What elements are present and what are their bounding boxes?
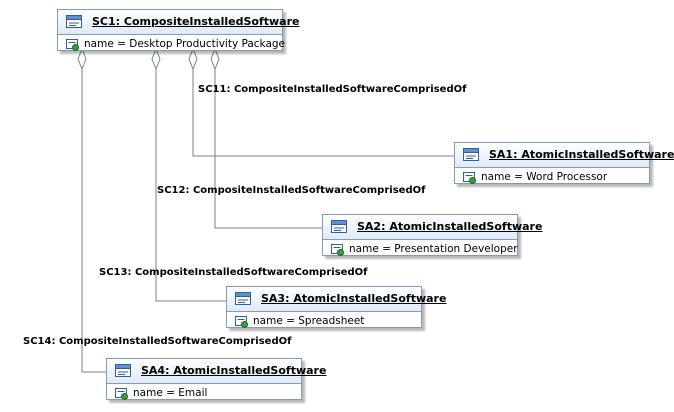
edge-sc13[interactable] [151, 47, 226, 302]
connector-line[interactable] [81, 69, 106, 373]
instance-object-icon [463, 148, 479, 161]
attribute-icon [66, 39, 79, 51]
attribute-text: name = Email [133, 387, 208, 399]
node-sa4[interactable]: SA4: AtomicInstalledSoftware name = Emai… [106, 358, 326, 402]
attribute-text: name = Desktop Productivity Package [84, 38, 286, 50]
attribute-value: Presentation Developer [394, 243, 518, 255]
aggregation-diamond-icon [77, 47, 87, 71]
attribute-text: name = Presentation Developer [349, 243, 518, 255]
connector-line[interactable] [192, 69, 454, 157]
node-title: SA3: AtomicInstalledSoftware [261, 292, 447, 305]
attribute-icon [235, 316, 248, 328]
edge-label-sc11: SC11: CompositeInstalledSoftwareComprise… [198, 84, 467, 95]
node-title: SC1: CompositeInstalledSoftware [92, 15, 300, 28]
attribute-text: name = Spreadsheet [253, 315, 365, 327]
attribute-key: name [84, 38, 114, 50]
node-header: SA1: AtomicInstalledSoftware [455, 143, 674, 168]
attribute-row[interactable]: name = Word Processor [455, 168, 649, 186]
attribute-icon [331, 244, 344, 256]
attribute-key: name [481, 171, 511, 183]
node-title: SA2: AtomicInstalledSoftware [357, 220, 543, 233]
aggregation-diamond-icon [210, 47, 220, 71]
attribute-row[interactable]: name = Presentation Developer [323, 240, 518, 258]
attribute-icon [463, 172, 476, 184]
attribute-text: name = Word Processor [481, 171, 608, 183]
node-header: SA4: AtomicInstalledSoftware [107, 359, 326, 384]
instance-object-icon [66, 15, 82, 28]
edge-sc12[interactable] [210, 47, 322, 229]
node-sa2[interactable]: SA2: AtomicInstalledSoftware name = Pres… [322, 214, 542, 258]
attribute-value: Word Processor [526, 171, 608, 183]
connector-line[interactable] [155, 69, 226, 302]
node-title: SA1: AtomicInstalledSoftware [489, 148, 674, 161]
edge-sc14[interactable] [77, 47, 106, 373]
attribute-row[interactable]: name = Desktop Productivity Package [58, 35, 286, 53]
edge-label-sc12: SC12: CompositeInstalledSoftwareComprise… [157, 185, 426, 196]
edge-label-sc13: SC13: CompositeInstalledSoftwareComprise… [99, 267, 368, 278]
aggregation-diamond-icon [188, 47, 198, 71]
node-sa3[interactable]: SA3: AtomicInstalledSoftware name = Spre… [226, 286, 446, 330]
attribute-value: Desktop Productivity Package [129, 38, 286, 50]
attribute-key: name [133, 387, 163, 399]
node-header: SA2: AtomicInstalledSoftware [323, 215, 542, 240]
attribute-value: Email [178, 387, 208, 399]
node-header: SC1: CompositeInstalledSoftware [58, 10, 299, 35]
instance-object-icon [115, 364, 131, 377]
connector-line[interactable] [214, 69, 322, 229]
attribute-row[interactable]: name = Spreadsheet [227, 312, 421, 330]
attribute-value: Spreadsheet [298, 315, 365, 327]
edge-sc11[interactable] [188, 47, 454, 157]
attribute-row[interactable]: name = Email [107, 384, 301, 402]
node-header: SA3: AtomicInstalledSoftware [227, 287, 446, 312]
node-sc1[interactable]: SC1: CompositeInstalledSoftware name = D… [57, 9, 299, 53]
attribute-key: name [253, 315, 283, 327]
attribute-key: name [349, 243, 379, 255]
node-sa1[interactable]: SA1: AtomicInstalledSoftware name = Word… [454, 142, 674, 186]
attribute-icon [115, 388, 128, 400]
instance-object-icon [235, 292, 251, 305]
edge-label-sc14: SC14: CompositeInstalledSoftwareComprise… [23, 336, 292, 347]
node-title: SA4: AtomicInstalledSoftware [141, 364, 327, 377]
aggregation-diamond-icon [151, 47, 161, 71]
instance-object-icon [331, 220, 347, 233]
